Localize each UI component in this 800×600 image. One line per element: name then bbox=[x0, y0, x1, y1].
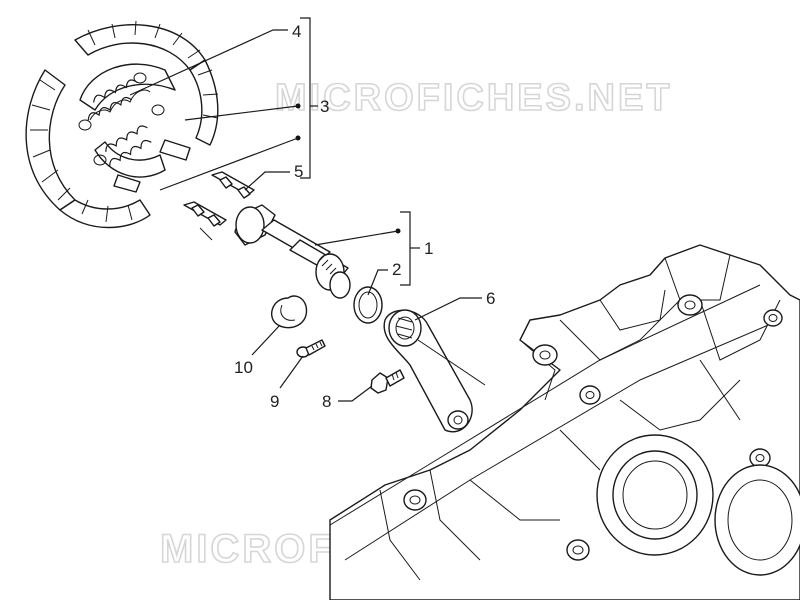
callout-3: 3 bbox=[320, 97, 329, 116]
circlip bbox=[270, 295, 308, 329]
crankcase-housing bbox=[329, 244, 800, 600]
brake-camshaft bbox=[234, 204, 351, 299]
callout-1: 1 bbox=[424, 239, 433, 258]
callout-6: 6 bbox=[486, 289, 495, 308]
brake-lever bbox=[383, 309, 486, 433]
retaining-clip-lower bbox=[183, 201, 227, 241]
brake-shoe-assembly bbox=[25, 20, 219, 229]
callout-5: 5 bbox=[294, 162, 303, 181]
leader-lines bbox=[129, 17, 482, 402]
callout-4: 4 bbox=[292, 22, 301, 41]
spring-lower bbox=[93, 104, 165, 167]
bolt bbox=[370, 369, 405, 394]
retaining-clip-upper bbox=[211, 171, 255, 199]
o-ring bbox=[353, 286, 383, 324]
callout-2: 2 bbox=[392, 260, 401, 279]
watermark-top: MICROFICHES.NET bbox=[275, 77, 673, 119]
callout-9: 9 bbox=[270, 392, 279, 411]
screw bbox=[296, 339, 326, 358]
callout-10: 10 bbox=[234, 358, 253, 377]
callout-8: 8 bbox=[322, 392, 331, 411]
